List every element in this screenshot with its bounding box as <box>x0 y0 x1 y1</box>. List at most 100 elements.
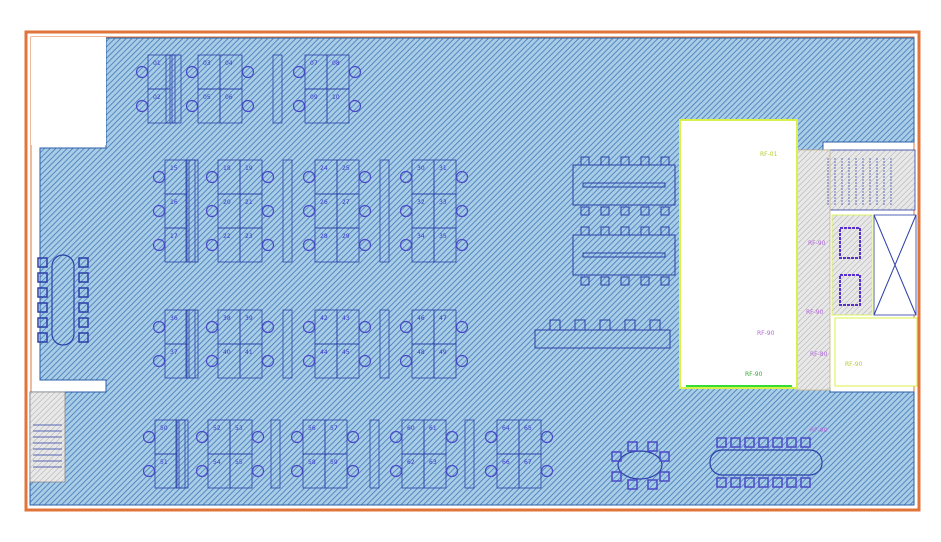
elevator-shaft <box>831 214 873 316</box>
chair <box>78 257 89 268</box>
chair <box>358 170 372 184</box>
stair-treads <box>33 158 892 468</box>
chair <box>611 451 622 462</box>
desk-number: 44 <box>320 349 328 356</box>
chair <box>800 437 811 448</box>
chair <box>348 65 362 79</box>
chair <box>37 257 48 268</box>
chair <box>599 319 611 331</box>
chair <box>142 464 156 478</box>
chair <box>346 464 360 478</box>
chair <box>152 354 166 368</box>
desk-number: 41 <box>245 349 253 356</box>
desk-number: 25 <box>342 165 350 172</box>
chair <box>484 464 498 478</box>
desk-number: 52 <box>213 425 221 432</box>
chair <box>786 437 797 448</box>
chair <box>620 156 630 166</box>
label-core-top: RF-01 <box>760 151 778 158</box>
chair <box>659 471 670 482</box>
storage-cabinet <box>175 419 186 489</box>
elevator-1 <box>839 227 861 259</box>
label-shaft-1: RF-90 <box>808 240 826 247</box>
storage-cabinet <box>464 419 475 489</box>
chair <box>205 354 219 368</box>
chair <box>261 320 275 334</box>
chair <box>484 430 498 444</box>
chair <box>37 287 48 298</box>
desk-number: 39 <box>245 315 253 322</box>
desk-number: 06 <box>225 94 233 101</box>
chair <box>659 451 670 462</box>
chair <box>302 204 316 218</box>
chair <box>185 99 199 113</box>
desk-number: 56 <box>308 425 316 432</box>
desk-number: 49 <box>439 349 447 356</box>
chair <box>758 437 769 448</box>
chair <box>445 430 459 444</box>
chair <box>800 477 811 488</box>
label-core-side: RF-90 <box>757 330 775 337</box>
chair <box>205 170 219 184</box>
label-corridor: RF-90 <box>810 427 828 434</box>
table-divider <box>582 252 666 258</box>
storage-cabinet <box>282 309 293 379</box>
chair <box>78 302 89 313</box>
core-room <box>679 119 798 389</box>
chair <box>540 464 554 478</box>
desk-number: 36 <box>170 315 178 322</box>
chair <box>261 238 275 252</box>
chair <box>772 477 783 488</box>
desk-number: 30 <box>417 165 425 172</box>
conference-table <box>709 449 823 476</box>
label-shaft-2: RF-90 <box>806 309 824 316</box>
chair <box>389 464 403 478</box>
chair <box>261 204 275 218</box>
desk-number: 15 <box>170 165 178 172</box>
chair <box>358 354 372 368</box>
chair <box>37 302 48 313</box>
desk-number: 58 <box>308 459 316 466</box>
desk-number: 31 <box>439 165 447 172</box>
desk-number: 04 <box>225 60 233 67</box>
desk-number: 07 <box>310 60 318 67</box>
chair <box>399 320 413 334</box>
desk-number: 16 <box>170 199 178 206</box>
chair <box>600 276 610 286</box>
chair <box>292 65 306 79</box>
desk-number: 48 <box>417 349 425 356</box>
desk-number: 01 <box>153 60 161 67</box>
desk-number: 08 <box>332 60 340 67</box>
desk-number: 26 <box>320 199 328 206</box>
chair <box>580 206 590 216</box>
chair <box>78 287 89 298</box>
elevator-2 <box>839 274 861 306</box>
chair <box>185 65 199 79</box>
label-lobby: RF-90 <box>845 361 863 368</box>
outer-wall <box>24 30 921 512</box>
desk-number: 50 <box>160 425 168 432</box>
chair <box>455 354 469 368</box>
desk-number: 05 <box>203 94 211 101</box>
chair <box>358 238 372 252</box>
chair <box>549 319 561 331</box>
chair <box>730 437 741 448</box>
desk-number: 18 <box>223 165 231 172</box>
chair <box>624 319 636 331</box>
chair <box>152 320 166 334</box>
desk-number: 46 <box>417 315 425 322</box>
desk-number: 02 <box>153 94 161 101</box>
chair <box>205 238 219 252</box>
desk-number: 10 <box>332 94 340 101</box>
label-core-bottom: RF-90 <box>745 371 763 378</box>
chair <box>195 430 209 444</box>
desk-number: 42 <box>320 315 328 322</box>
desk-number: 63 <box>429 459 437 466</box>
chair <box>600 226 610 236</box>
desk-number: 66 <box>502 459 510 466</box>
chair <box>540 430 554 444</box>
chair <box>649 319 661 331</box>
chair <box>241 65 255 79</box>
desk-number: 24 <box>320 165 328 172</box>
